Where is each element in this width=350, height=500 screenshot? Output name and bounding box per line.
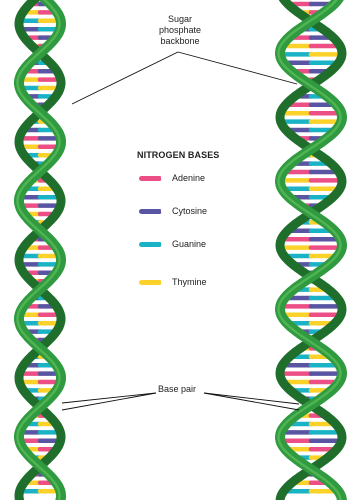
base-pair-pointer-right-2 — [204, 393, 299, 410]
label-pointer-lines — [62, 52, 299, 410]
legend-item-adenine: Adenine — [139, 173, 259, 187]
legend-label: Guanine — [172, 239, 206, 249]
label-line-2: phosphate — [145, 25, 215, 36]
dna-double-helix-right — [279, 0, 343, 500]
legend-label: Cytosine — [172, 206, 207, 216]
backbone-pointer-left — [72, 52, 178, 104]
base-pair-label: Base pair — [150, 384, 204, 395]
base-pair-pointer-right-1 — [204, 393, 299, 404]
sugar-phosphate-backbone-label: Sugar phosphate backbone — [145, 14, 215, 47]
legend-label: Thymine — [172, 277, 207, 287]
label-line-3: backbone — [145, 36, 215, 47]
legend-item-thymine: Thymine — [139, 277, 259, 291]
legend-item-cytosine: Cytosine — [139, 206, 259, 220]
dna-double-helix-left — [18, 0, 62, 500]
adenine-swatch — [139, 176, 162, 181]
legend-item-guanine: Guanine — [139, 239, 259, 253]
cytosine-swatch — [139, 209, 162, 214]
legend-title: NITROGEN BASES — [137, 150, 219, 160]
label-line-1: Sugar — [145, 14, 215, 25]
thymine-swatch — [139, 280, 162, 285]
legend-label: Adenine — [172, 173, 205, 183]
guanine-swatch — [139, 242, 162, 247]
